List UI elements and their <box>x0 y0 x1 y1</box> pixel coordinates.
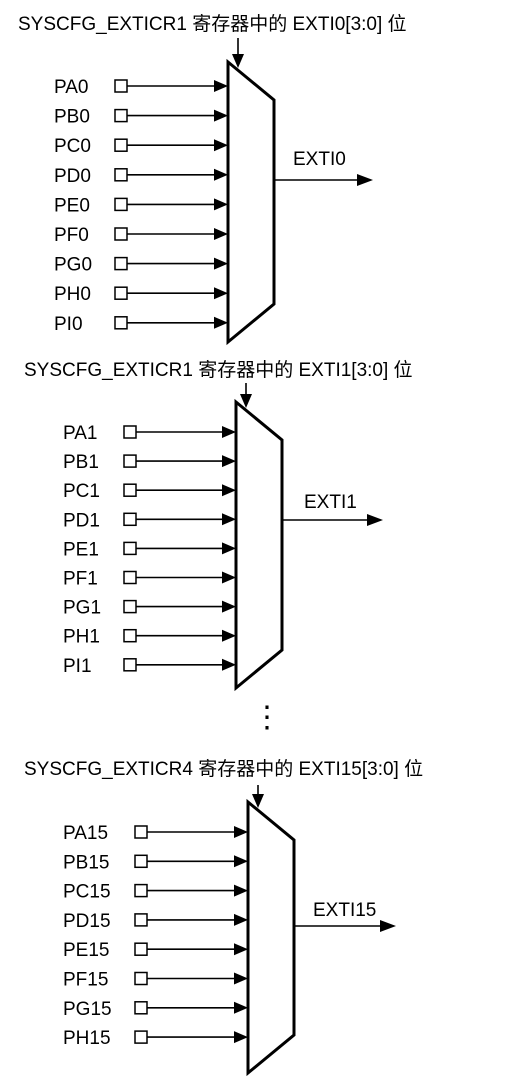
block2-input-pin <box>134 971 148 986</box>
block1-input-arrowhead <box>222 629 236 642</box>
block0-input-arrowhead <box>214 80 228 92</box>
block2-output-label: EXTI15 <box>313 900 376 921</box>
block1-input-pin <box>123 512 137 527</box>
block0-input-pin <box>114 108 128 123</box>
block0-input-arrowhead <box>214 198 228 211</box>
block1-input-pin <box>123 628 137 643</box>
block2-input-pin <box>134 942 148 956</box>
block0-input-arrowhead <box>214 287 228 300</box>
block2-input-arrowhead <box>234 1031 248 1044</box>
block2-input-arrowhead <box>234 972 248 985</box>
block1-input-arrowhead <box>222 513 236 526</box>
block2-input-arrowhead <box>234 1001 248 1014</box>
block1-input-arrowhead <box>222 658 236 671</box>
block0-select-arrowhead <box>232 54 244 68</box>
block2-input-label: PC15 <box>63 882 111 903</box>
block1-input-arrowhead <box>222 600 236 613</box>
block2-select-arrowhead <box>252 794 264 808</box>
block2-input-arrowhead <box>234 943 248 956</box>
block0-input-label: PA0 <box>54 77 89 98</box>
block1-input-label: PE1 <box>63 539 99 560</box>
block2-title: SYSCFG_EXTICR4 寄存器中的 EXTI15[3:0] 位 <box>24 758 423 780</box>
block1-input-arrowhead <box>222 484 236 497</box>
block1-input-pin <box>123 570 137 585</box>
block1-select-arrowhead <box>240 394 252 408</box>
block1-input-pin <box>123 541 137 556</box>
block0-input-arrowhead <box>214 228 228 240</box>
block0-input-label: PC0 <box>54 136 91 157</box>
block0-input-label: PD0 <box>54 166 91 187</box>
block1-input-label: PA1 <box>63 423 98 444</box>
block1-input-pin <box>123 658 137 672</box>
block1-output-arrowhead <box>367 514 383 526</box>
block2-input-label: PD15 <box>63 911 111 932</box>
ellipsis-dots: ⋮ <box>252 701 282 734</box>
block0-mux-shape <box>226 58 276 346</box>
block2-input-pin <box>134 825 148 839</box>
block1-input-pin <box>123 599 137 614</box>
block0-input-pin <box>114 316 128 330</box>
block2-input-label: PG15 <box>63 999 112 1020</box>
block1-input-label: PC1 <box>63 481 100 502</box>
block1-input-label: PH1 <box>63 627 100 648</box>
block0-output-arrowhead <box>357 174 373 186</box>
block0-input-label: PB0 <box>54 107 90 128</box>
block1-input-label: PI1 <box>63 656 92 677</box>
block2-input-pin <box>134 854 148 869</box>
block1-mux-shape <box>234 398 284 692</box>
block1-input-arrowhead <box>222 542 236 555</box>
block2-mux-shape <box>246 798 296 1077</box>
block1-input-pin <box>123 425 137 439</box>
block1-input-pin <box>123 454 137 468</box>
block0-input-label: PH0 <box>54 284 91 305</box>
block1-title: SYSCFG_EXTICR1 寄存器中的 EXTI1[3:0] 位 <box>24 359 413 381</box>
block2-input-pin <box>134 1030 148 1044</box>
block2-input-arrowhead <box>234 855 248 868</box>
block0-input-pin <box>114 168 128 182</box>
block2-output-arrowhead <box>380 920 396 932</box>
block2-input-label: PH15 <box>63 1028 111 1049</box>
block0-input-arrowhead <box>214 139 228 152</box>
block2-input-label: PE15 <box>63 940 109 961</box>
block1-input-label: PD1 <box>63 510 100 531</box>
block0-input-label: PG0 <box>54 255 92 276</box>
block2-input-label: PB15 <box>63 852 109 873</box>
block0-input-label: PI0 <box>54 314 83 335</box>
block0-output-label: EXTI0 <box>293 149 346 170</box>
block0-input-pin <box>114 256 128 271</box>
block1-output-label: EXTI1 <box>304 492 357 513</box>
block2-input-arrowhead <box>234 884 248 897</box>
block0-input-pin <box>114 227 128 241</box>
block0-input-label: PF0 <box>54 225 89 246</box>
block2-input-pin <box>134 1001 148 1015</box>
block0-input-arrowhead <box>214 257 228 270</box>
block1-input-label: PB1 <box>63 452 99 473</box>
block0-input-arrowhead <box>214 316 228 329</box>
block2-input-label: PA15 <box>63 823 108 844</box>
block0-input-pin <box>114 197 128 212</box>
block0-input-arrowhead <box>214 109 228 122</box>
block2-input-arrowhead <box>234 826 248 838</box>
block1-input-arrowhead <box>222 426 236 438</box>
block0-input-pin <box>114 79 128 93</box>
block2-input-arrowhead <box>234 913 248 926</box>
block1-input-arrowhead <box>222 455 236 468</box>
block2-input-label: PF15 <box>63 970 108 991</box>
block1-input-pin <box>123 483 137 497</box>
block0-input-pin <box>114 286 128 300</box>
block1-input-label: PG1 <box>63 598 101 619</box>
block0-input-label: PE0 <box>54 195 90 216</box>
block0-input-arrowhead <box>214 168 228 181</box>
block0-input-pin <box>114 138 128 152</box>
block2-input-pin <box>134 883 148 898</box>
block1-input-arrowhead <box>222 571 236 584</box>
block2-input-pin <box>134 913 148 927</box>
block1-input-label: PF1 <box>63 569 98 590</box>
block0-title: SYSCFG_EXTICR1 寄存器中的 EXTI0[3:0] 位 <box>18 13 407 35</box>
